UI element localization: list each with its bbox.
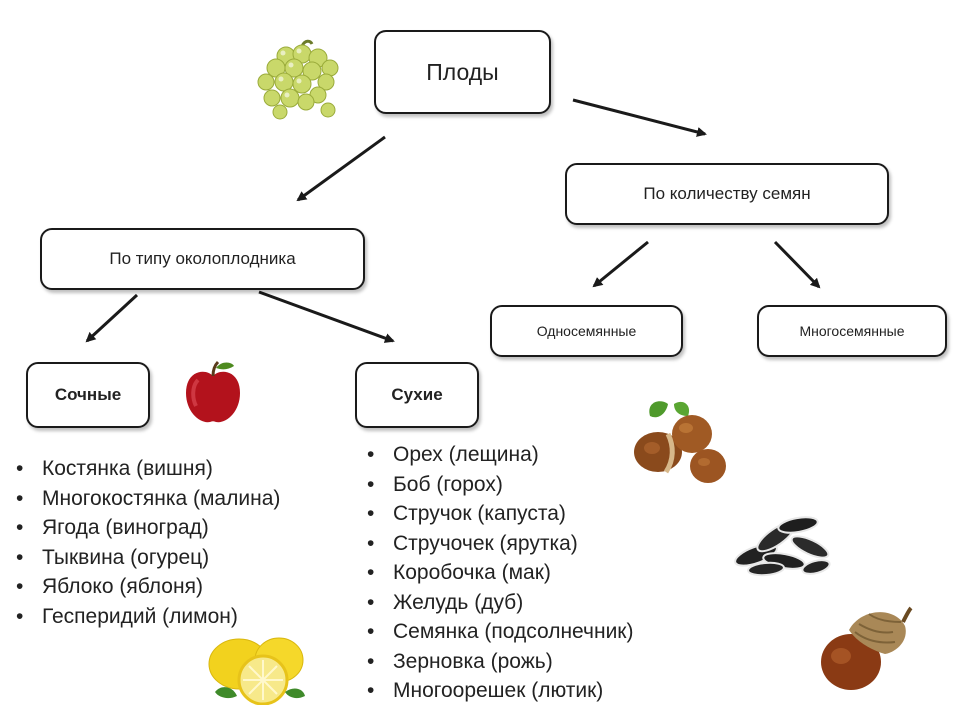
juicy-label: Сочные [54,385,122,404]
list-item: Костянка (вишня) [12,454,280,484]
list-item: Зерновка (рожь) [363,647,634,677]
multi-seed-box: Многосемянные [757,305,947,357]
list-item: Семянка (подсолнечник) [363,617,634,647]
grapes-icon [257,39,339,120]
list-item: Стручочек (ярутка) [363,529,634,559]
root-label: Плоды [426,58,499,85]
seed-count-label: По количеству семян [643,184,811,203]
dry-box: Сухие [355,362,479,428]
list-item: Стручок (капуста) [363,499,634,529]
juicy-box: Сочные [26,362,150,428]
pericarp-label: По типу околоплодника [109,249,296,268]
dry-list: Орех (лещина) Боб (горох) Стручок (капус… [363,440,634,706]
seed-count-box: По количеству семян [565,163,889,225]
list-item: Орех (лещина) [363,440,634,470]
single-seed-box: Односемянные [490,305,683,357]
list-item: Тыквина (огурец) [12,543,280,573]
list-item: Многокостянка (малина) [12,484,280,514]
arrow-pericarp-to-dry [258,290,395,343]
single-seed-label: Односемянные [536,323,637,339]
dry-label: Сухие [391,385,443,404]
arrow-root-to-seeds [572,98,707,137]
root-box: Плоды [374,30,551,114]
arrow-root-to-pericarp [296,135,386,202]
sunflower-seeds-icon [734,516,831,577]
arrow-pericarp-to-juicy [85,293,139,343]
list-item: Яблоко (яблоня) [12,572,280,602]
pericarp-box: По типу околоплодника [40,228,365,290]
list-item: Многоорешек (лютик) [363,676,634,706]
list-item: Желудь (дуб) [363,588,634,618]
list-item: Гесперидий (лимон) [12,602,280,632]
lemon-icon [208,637,305,705]
list-item: Коробочка (мак) [363,558,634,588]
arrow-seeds-to-multi [773,240,821,289]
list-item: Боб (горох) [363,470,634,500]
hazelnut-icon [634,401,726,483]
apple-icon [186,360,240,423]
multi-seed-label: Многосемянные [799,323,905,339]
juicy-list: Костянка (вишня) Многокостянка (малина) … [12,454,280,631]
arrow-seeds-to-single [592,240,649,288]
acorn-icon [821,606,913,690]
list-item: Ягода (виноград) [12,513,280,543]
